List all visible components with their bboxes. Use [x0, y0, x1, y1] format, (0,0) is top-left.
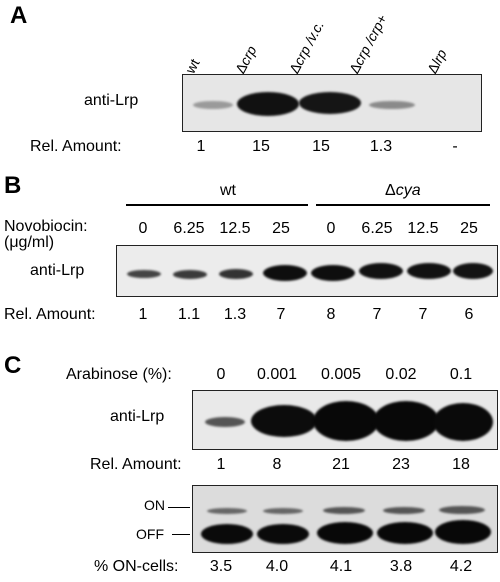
panel-c-pct-value-3: 4.1 — [329, 558, 353, 575]
panel-a-lane-label-2: Δcrp — [231, 43, 260, 76]
panel-c-off-band-2 — [257, 524, 309, 544]
panel-b-letter: B — [4, 172, 22, 199]
panel-a-letter: A — [10, 2, 28, 29]
panel-c-on-band-3 — [323, 507, 365, 514]
panel-b-group-cya: Δcya — [385, 182, 421, 199]
panel-b-novobiocin-unit: (μg/ml) — [4, 234, 55, 251]
panel-b-rel-value-8: 6 — [464, 306, 474, 323]
panel-a-blot-label: anti-Lrp — [84, 92, 139, 109]
panel-c-blot-label: anti-Lrp — [110, 408, 165, 425]
panel-b-blot-label: anti-Lrp — [30, 262, 85, 279]
panel-c-band-1 — [205, 417, 245, 427]
panel-a-rel-value-5: - — [452, 138, 458, 155]
panel-c-on-band-5 — [439, 506, 485, 514]
panel-a-lane-label-3: Δcrp /v.c. — [285, 17, 327, 76]
panel-a-rel-value-2: 15 — [252, 138, 270, 155]
panel-a-lane-label-4: Δcrp /crp+ — [345, 11, 391, 76]
panel-c-rel-value-3: 21 — [332, 456, 350, 473]
panel-c-off-tick — [172, 534, 190, 535]
panel-c-pct-value-1: 3.5 — [209, 558, 233, 575]
panel-b-group-wt: wt — [220, 182, 236, 199]
panel-b-rel-label: Rel. Amount: — [4, 306, 96, 323]
panel-a-rel-value-3: 15 — [312, 138, 330, 155]
panel-a-band-2 — [237, 92, 299, 116]
panel-b-rel-value-3: 1.3 — [223, 306, 247, 323]
panel-c-band-4 — [373, 401, 439, 441]
panel-a-rel-value-1: 1 — [196, 138, 206, 155]
panel-c-on-label: ON — [144, 497, 165, 513]
panel-c-pct-label: % ON-cells: — [94, 558, 179, 575]
panel-c-band-5 — [433, 403, 493, 441]
panel-b-rel-value-2: 1.1 — [177, 306, 201, 323]
panel-a-rel-value-4: 1.3 — [369, 138, 393, 155]
panel-c-rel-value-5: 18 — [452, 456, 470, 473]
panel-b-rel-value-1: 1 — [138, 306, 148, 323]
panel-a-rel-label: Rel. Amount: — [30, 138, 122, 155]
panel-c-off-band-3 — [317, 522, 373, 544]
panel-c-on-band-1 — [207, 508, 247, 514]
panel-c-pct-value-5: 4.2 — [449, 558, 473, 575]
panel-a-band-4 — [369, 101, 415, 109]
panel-c-on-band-2 — [263, 508, 303, 514]
panel-b-band-2 — [173, 270, 207, 279]
panel-c-band-2 — [251, 405, 317, 437]
panel-b-rel-value-7: 7 — [418, 306, 428, 323]
panel-b-band-7 — [407, 263, 451, 279]
panel-c-on-tick — [168, 507, 190, 508]
panel-c-arabinose-label: Arabinose (%): — [66, 366, 172, 383]
panel-c-gel — [192, 485, 498, 553]
panel-b-conc-2: 6.25 — [173, 220, 205, 237]
panel-b-conc-1: 0 — [138, 220, 148, 237]
panel-b-conc-4: 25 — [272, 220, 290, 237]
panel-b-blot — [116, 245, 498, 297]
panel-c-pct-value-4: 3.8 — [389, 558, 413, 575]
panel-b-group-cya-line — [316, 204, 490, 206]
panel-c-rel-label: Rel. Amount: — [90, 456, 182, 473]
panel-c-blot — [192, 390, 498, 450]
panel-b-band-4 — [263, 265, 307, 281]
panel-c-off-band-5 — [435, 520, 491, 544]
panel-b-band-5 — [311, 265, 355, 281]
panel-c-off-band-4 — [377, 522, 433, 544]
panel-a-lane-label-5: Δlrp — [423, 46, 450, 76]
panel-c-rel-value-1: 1 — [216, 456, 226, 473]
panel-c-on-band-4 — [383, 507, 425, 514]
panel-a-blot — [182, 74, 482, 132]
panel-c-pct-value-2: 4.0 — [265, 558, 289, 575]
panel-b-conc-5: 0 — [326, 220, 336, 237]
panel-b-band-3 — [219, 269, 253, 279]
panel-c-rel-value-2: 8 — [272, 456, 282, 473]
panel-c-arab-value-5: 0.1 — [449, 366, 473, 383]
panel-c-off-band-1 — [201, 524, 253, 544]
panel-b-band-6 — [359, 263, 403, 279]
panel-c-band-3 — [313, 401, 379, 441]
panel-c-letter: C — [4, 352, 22, 379]
panel-b-band-1 — [127, 270, 161, 278]
panel-b-group-wt-line — [126, 204, 308, 206]
panel-c-arab-value-2: 0.001 — [256, 366, 298, 383]
panel-b-conc-8: 25 — [460, 220, 478, 237]
panel-b-novobiocin-label: Novobiocin: — [4, 218, 88, 235]
panel-b-rel-value-4: 7 — [276, 306, 286, 323]
panel-c-arab-value-1: 0 — [216, 366, 226, 383]
panel-c-rel-value-4: 23 — [392, 456, 410, 473]
panel-b-conc-7: 12.5 — [407, 220, 439, 237]
panel-b-conc-6: 6.25 — [361, 220, 393, 237]
panel-b-conc-3: 12.5 — [219, 220, 251, 237]
panel-a-band-3 — [299, 92, 361, 114]
panel-c-arab-value-3: 0.005 — [320, 366, 362, 383]
panel-c-off-label: OFF — [136, 526, 164, 542]
panel-b-rel-value-6: 7 — [372, 306, 382, 323]
panel-c-arab-value-4: 0.02 — [385, 366, 417, 383]
panel-a-band-1 — [193, 101, 233, 109]
panel-b-band-8 — [453, 263, 493, 279]
panel-b-rel-value-5: 8 — [326, 306, 336, 323]
